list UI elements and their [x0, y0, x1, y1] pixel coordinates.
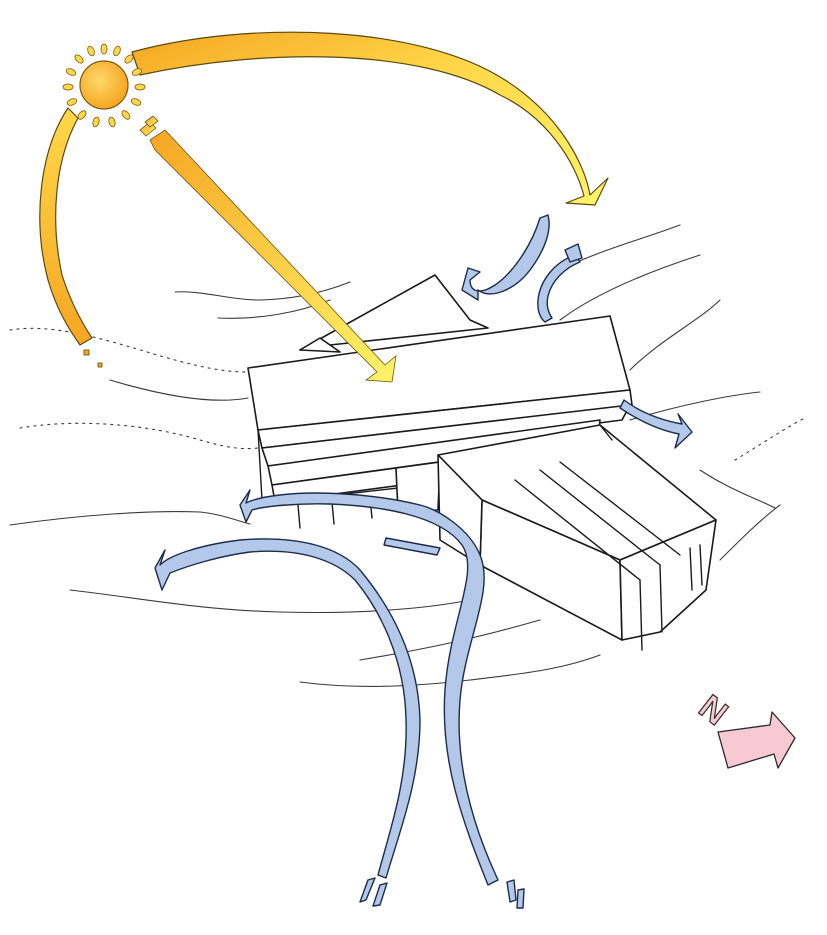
- wind-right-exit: [620, 400, 692, 448]
- wind-stream-left: [155, 539, 420, 878]
- north-label: N: [692, 688, 735, 733]
- wind-curl-top-right: [538, 255, 580, 322]
- north-arrow-icon: N: [692, 688, 795, 768]
- sun-ray-arrow: [140, 116, 396, 382]
- wind-curl-top-left: [462, 215, 549, 300]
